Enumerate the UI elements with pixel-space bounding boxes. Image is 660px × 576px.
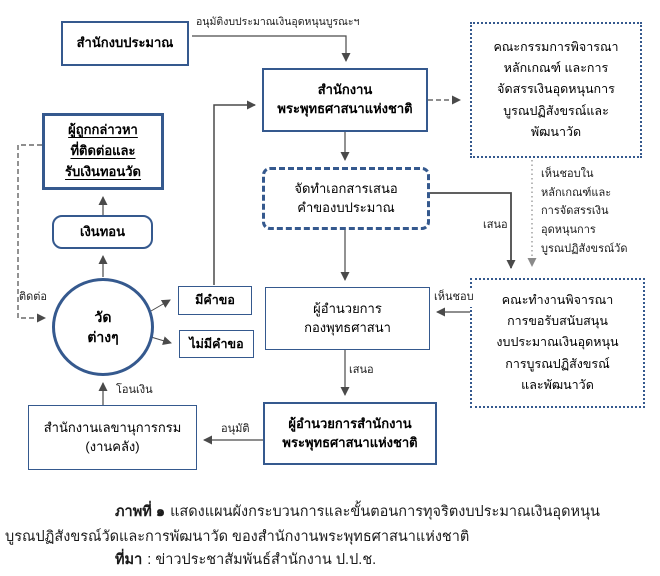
label-approve: อนุมัติ [221,423,250,435]
figure-caption-label: ภาพที่ ๑ [115,504,166,520]
edge-docs-to-workinggroup [430,192,516,269]
node-criteria-committee: คณะกรรมการพิจารณา หลักเกณฑ์ และการ จัดสร… [470,22,642,158]
figure-caption-text: แสดงแผนผังกระบวนการและขั้นตอนการทุจริตงบ… [170,504,600,520]
source-caption-label: ที่มา [115,552,143,568]
node-department-secretariat-finance: สำนักงานเลขานุการกรม (งานคลัง) [28,405,197,470]
figure-caption: ภาพที่ ๑แสดงแผนผังกระบวนการและขั้นตอนการ… [115,500,600,523]
node-national-buddhism-office: สำนักงาน พระพุทธศาสนาแห่งชาติ [262,68,428,132]
edge-approve-budget [192,35,351,62]
figure-caption-line2: บูรณปฏิสังขรณ์วัดและการพัฒนาวัด ของสำนัก… [5,529,470,545]
label-endorse-criteria: เห็นชอบใน หลักเกณฑ์และ การจัดสรรเงิน อุด… [541,168,628,255]
source-caption-text: : ข่าวประชาสัมพันธ์สำนักงาน ป.ป.ช. [147,552,377,568]
edge-has-request-to-office [213,100,256,285]
label-contact: ติดต่อ [19,291,48,303]
label-propose-mid: เสนอ [349,364,374,376]
node-kickback-money: เงินทอน [52,215,153,249]
source-caption: ที่มา: ข่าวประชาสัมพันธ์สำนักงาน ป.ป.ช. [115,548,376,571]
edge-temples-to-norequest [150,336,172,346]
node-has-request: มีคำขอ [178,286,252,315]
node-temples: วัด ต่างๆ [52,278,154,376]
label-transfer-money: โอนเงิน [116,384,153,396]
node-director-national-office: ผู้อำนวยการสำนักงาน พระพุทธศาสนาแห่งชาติ [263,402,437,465]
node-prepare-budget-documents: จัดทำเอกสารเสนอ คำของบประมาณ [262,167,430,230]
label-approve-budget: อนุมัติงบประมาณเงินอุดหนุนบูรณะฯ [196,16,360,28]
edge-temples-to-hasrequest [150,299,171,312]
label-propose-right: เสนอ [483,219,508,231]
node-budget-bureau: สำนักงบประมาณ [61,21,189,66]
node-accused: ผู้ถูกกล่าวหา ที่ติดต่อและ รับเงินทอนวัด [42,113,164,190]
edge-contact-dashed [17,144,46,323]
label-endorse: เห็นชอบ [432,288,476,307]
node-no-request: ไม่มีคำขอ [179,330,254,358]
node-director-buddhism-division: ผู้อำนวยการ กองพุทธศาสนา [265,287,430,350]
node-working-group: คณะทำงานพิจารณา การขอรับสนับสนุน งบประมา… [470,278,645,408]
